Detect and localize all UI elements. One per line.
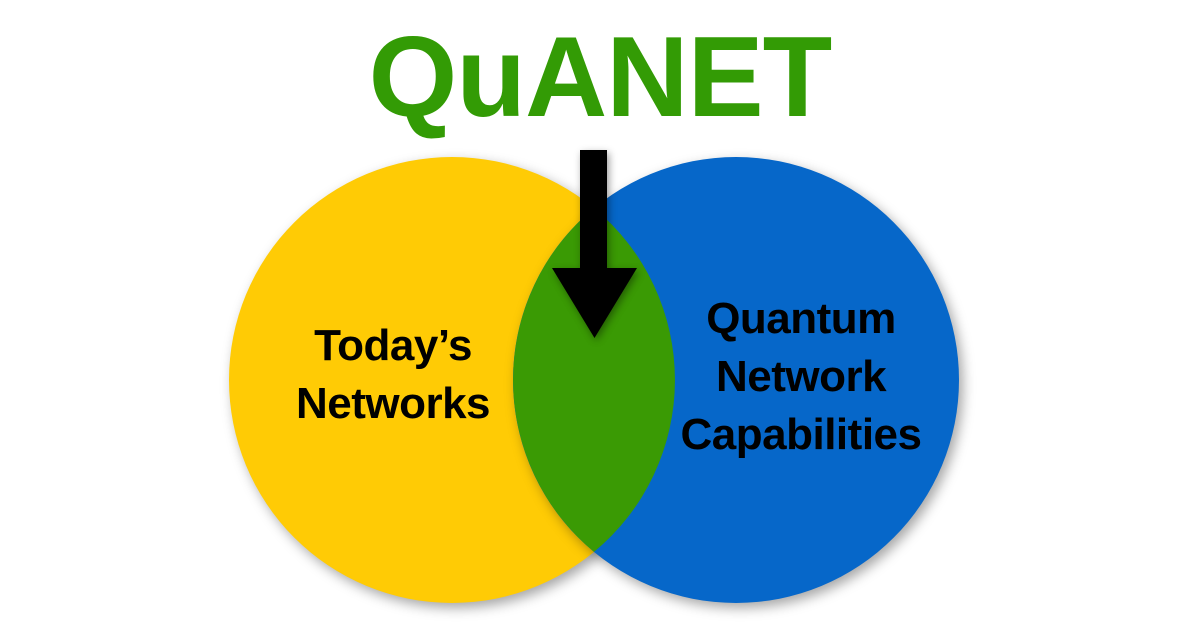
right-circle-label-line-2: Network <box>715 352 887 401</box>
left-circle-label-line-1: Today’s <box>314 321 472 370</box>
down-arrow-icon <box>552 150 637 338</box>
right-circle-label-line-3: Capabilities <box>680 410 922 459</box>
left-circle-label-line-2: Networks <box>295 379 491 428</box>
intersection-lens <box>513 208 675 552</box>
left-circle-label: Today’s Networks <box>233 317 553 433</box>
page-title: QuANET <box>368 14 833 141</box>
right-circle-label-line-1: Quantum <box>706 294 896 343</box>
right-circle-label: Quantum Network Capabilities <box>621 290 981 464</box>
